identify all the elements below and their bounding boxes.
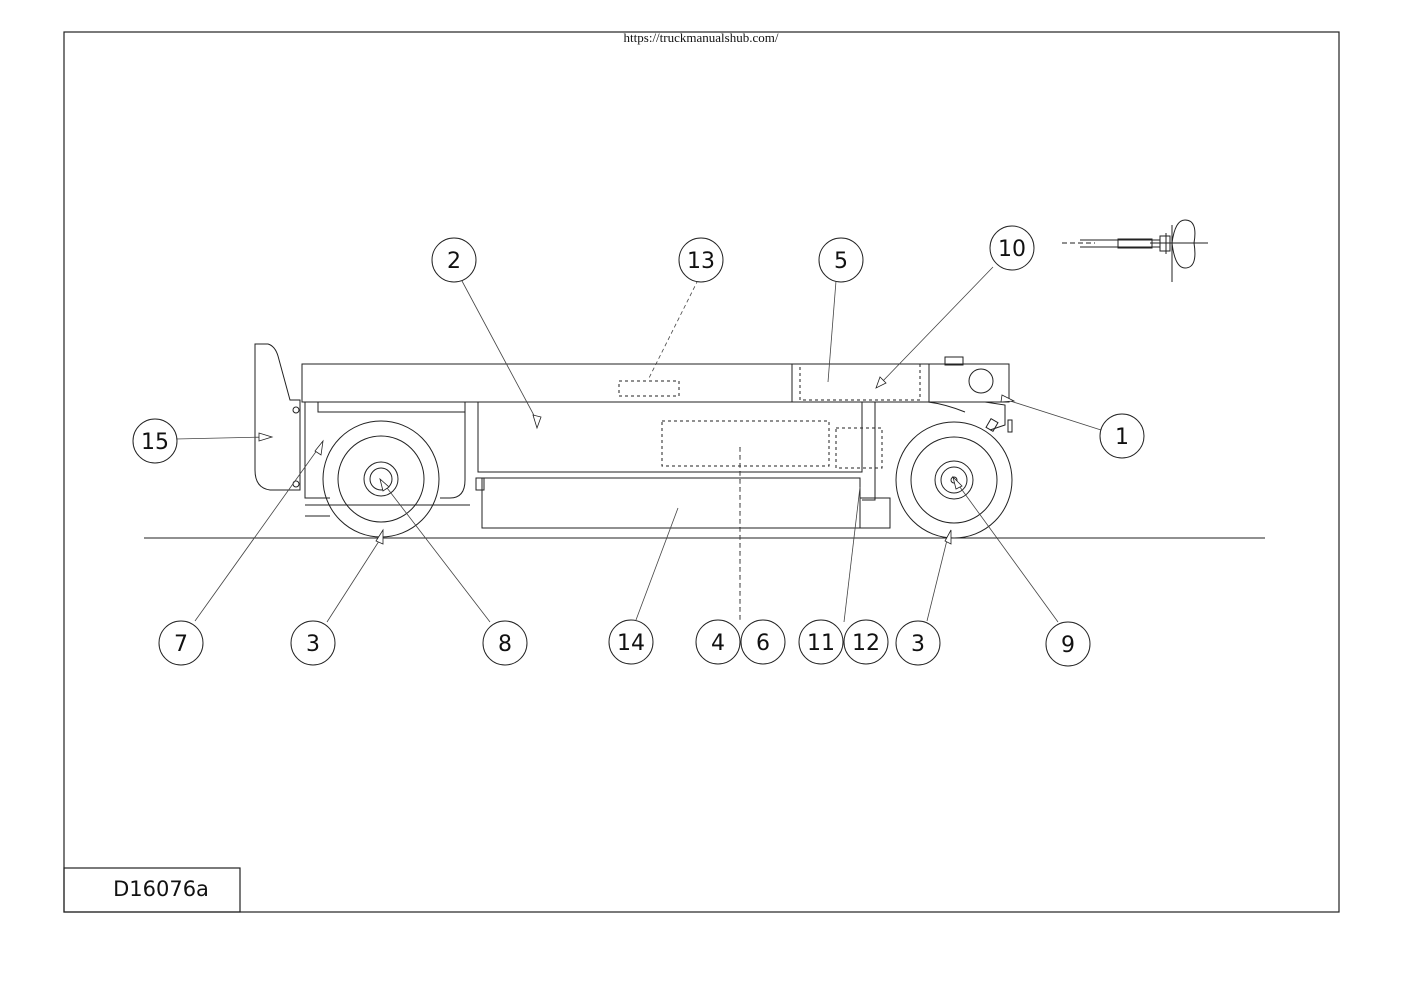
callout-12: 12 — [843, 619, 889, 665]
callout-7: 7 — [158, 620, 204, 666]
pin-detail — [1062, 219, 1208, 282]
title-block: D16076a — [63, 867, 241, 913]
front-wheel — [895, 421, 1013, 539]
callout-3-rear: 3 — [290, 620, 336, 666]
callout-6: 6 — [740, 619, 786, 665]
callout-number: 14 — [617, 631, 645, 656]
callout-number: 6 — [756, 631, 770, 656]
arrowheads — [258, 376, 1016, 545]
callout-number: 8 — [498, 632, 512, 657]
callout-number: 12 — [852, 631, 880, 656]
leader-lines — [175, 266, 1102, 623]
callout-4: 4 — [695, 619, 741, 665]
callout-number: 3 — [306, 632, 320, 657]
callout-number: 4 — [711, 631, 725, 656]
callout-11: 11 — [798, 619, 844, 665]
rear-wheel — [322, 420, 440, 538]
callout-number: 9 — [1061, 633, 1075, 658]
drawing-id: D16076a — [113, 877, 209, 901]
callout-number: 13 — [687, 249, 715, 274]
callout-number: 5 — [834, 249, 848, 274]
callout-3-front: 3 — [895, 620, 941, 666]
callout-number: 3 — [911, 632, 925, 657]
callout-5: 5 — [818, 237, 864, 283]
vehicle-side-view — [254, 343, 1013, 620]
callout-13: 13 — [678, 237, 724, 283]
callout-14: 14 — [608, 619, 654, 665]
callout-number: 1 — [1115, 425, 1129, 450]
callout-number: 10 — [998, 237, 1026, 262]
callout-15: 15 — [132, 418, 178, 464]
callout-9: 9 — [1045, 621, 1091, 667]
source-url: https://truckmanualshub.com/ — [624, 30, 779, 45]
sheet-frame — [63, 31, 1340, 913]
callout-1: 1 — [1099, 413, 1145, 459]
callout-number: 7 — [174, 632, 188, 657]
callout-2: 2 — [431, 237, 477, 283]
callout-number: 15 — [141, 430, 169, 455]
callout-8: 8 — [482, 620, 528, 666]
callout-number: 11 — [807, 631, 835, 656]
callout-number: 2 — [447, 249, 461, 274]
callout-10: 10 — [989, 225, 1035, 271]
